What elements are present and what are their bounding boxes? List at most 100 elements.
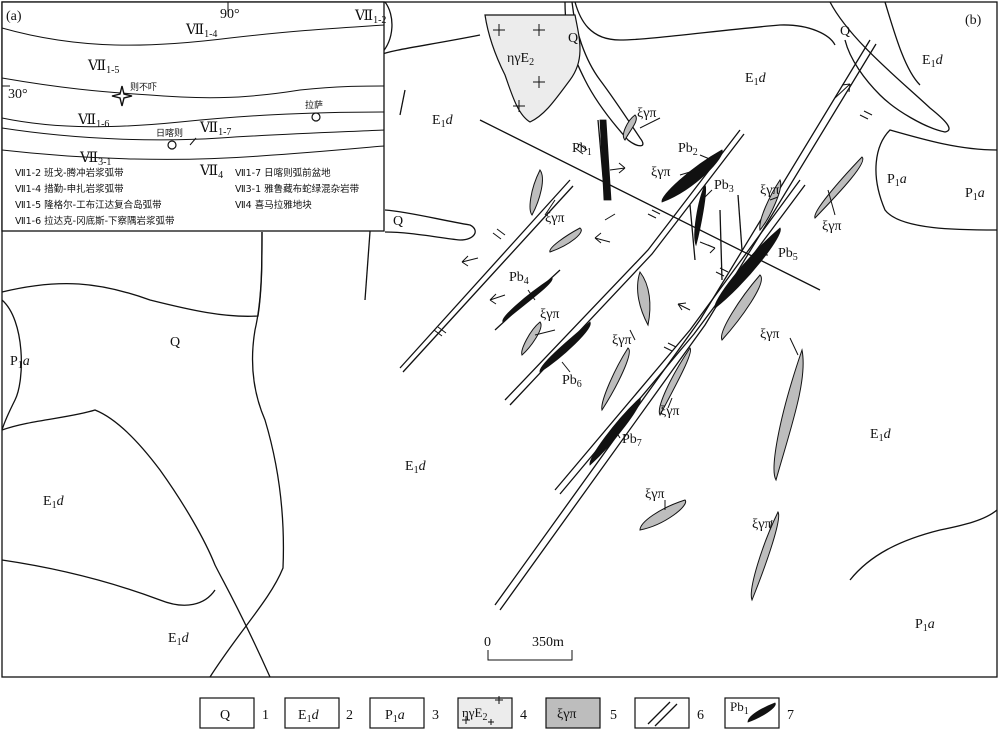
- zone-vii-1-6: Ⅶ1-6: [77, 113, 109, 130]
- boundary-top-right: [574, 1, 836, 46]
- boundary-q-valley-left: [1, 231, 263, 317]
- scale-length: 350m: [532, 635, 564, 650]
- ore-bodies: [502, 119, 781, 466]
- label-dyke-4: ξγπ: [760, 183, 780, 198]
- label-panel-b: (b): [965, 13, 982, 28]
- boundary-top-left: [379, 1, 481, 56]
- svg-text:ηγE2: ηγE2: [507, 51, 534, 68]
- map-frame: [1, 1, 998, 678]
- label-dyke-10: ξγπ: [645, 487, 665, 502]
- svg-text:E1d: E1d: [432, 113, 454, 130]
- label-q-valley: Q: [170, 335, 180, 350]
- boundary-q-inner-left: [1, 409, 271, 678]
- svg-text:7: 7: [787, 708, 794, 723]
- granite-body: [484, 14, 581, 123]
- place-shigatse: 日喀则: [156, 127, 183, 139]
- place-zebuxia: 则不吓: [130, 81, 157, 93]
- label-pb5: Pb5: [778, 246, 798, 263]
- label-e1d-5: E1d: [870, 427, 892, 444]
- inset-map: (a) 90° 30° 则不吓 拉萨 日喀则 Ⅶ1-4 Ⅶ1-2 Ⅶ1-5 Ⅶ1…: [1, 1, 386, 232]
- label-pb3: Pb3: [714, 178, 734, 195]
- svg-text:ξγπ: ξγπ: [557, 707, 577, 722]
- svg-text:E1d: E1d: [922, 53, 944, 70]
- svg-text:P1a: P1a: [965, 186, 985, 203]
- label-dyke-8: ξγπ: [760, 327, 780, 342]
- label-p1a-1: P1a: [10, 354, 30, 371]
- inset-legend-3: Ⅶ1-5 隆格尔-工布江达复合岛弧带: [15, 199, 162, 211]
- legend-item-orebody: Pb1 7: [724, 697, 794, 729]
- place-zebuxia-star: [111, 85, 133, 107]
- label-p1a-2: P1a: [887, 172, 907, 189]
- label-pb2: Pb2: [678, 141, 698, 158]
- zone-vii-4: Ⅶ4: [199, 164, 223, 181]
- lon-label: 90°: [220, 7, 240, 22]
- label-e1d-4: E1d: [405, 459, 427, 476]
- boundary-q-valley-right: [209, 231, 285, 678]
- legend: Q 1 E1d 2 P1a 3 ηγE2 4 ξγπ 5: [199, 696, 794, 729]
- zone-vii-1-5: Ⅶ1-5: [87, 59, 119, 76]
- svg-text:Pb1: Pb1: [730, 699, 749, 717]
- orebody-pb3: [694, 184, 707, 247]
- svg-text:2: 2: [346, 708, 353, 723]
- boundary-q-strip-right-a: [829, 1, 950, 133]
- label-panel-a: (a): [6, 9, 22, 24]
- boundary-q-strip-centre: [564, 1, 644, 147]
- label-q-left: Q: [393, 214, 403, 229]
- label-dyke-9: ξγπ: [660, 404, 680, 419]
- boundary-p1a-lower-right: [849, 509, 998, 581]
- motion-arrows: [461, 83, 851, 311]
- legend-item-dyke: ξγπ 5: [545, 697, 617, 729]
- zone-vii-3-1: Ⅶ3-1: [79, 151, 111, 168]
- boundary-q-strip-right-b: [884, 1, 921, 86]
- svg-text:P1a: P1a: [887, 172, 907, 189]
- map-labels: Q Q Q Q E1d E1d E1d E1d E1d E1d E1d P1a …: [10, 13, 985, 648]
- svg-text:E1d: E1d: [745, 71, 767, 88]
- inset-legend-5: Ⅶ1-7 日喀则弧前盆地: [235, 167, 331, 179]
- svg-text:P1a: P1a: [10, 354, 30, 371]
- orebody-pb7: [589, 397, 641, 466]
- svg-text:P1a: P1a: [915, 617, 935, 634]
- svg-text:4: 4: [520, 708, 527, 723]
- orebody-pb1: [599, 119, 612, 201]
- label-e1d-2: E1d: [745, 71, 767, 88]
- svg-text:E1d: E1d: [870, 427, 892, 444]
- label-dyke-2: ξγπ: [651, 165, 671, 180]
- label-granite: ηγE2: [507, 51, 534, 68]
- svg-text:E1d: E1d: [43, 494, 65, 511]
- place-lhasa-circle: [311, 112, 321, 122]
- label-e1d-7: E1d: [168, 631, 190, 648]
- legend-item-p1a: P1a 3: [369, 697, 439, 729]
- label-pb1: Pb1: [572, 141, 592, 158]
- label-p1a-4: P1a: [915, 617, 935, 634]
- label-pb7: Pb7: [622, 432, 642, 449]
- label-dyke-3: ξγπ: [545, 211, 565, 226]
- leader-lines: [527, 117, 836, 531]
- boundary-q-strip-left: [384, 209, 476, 241]
- svg-text:6: 6: [697, 708, 704, 723]
- boundary-p1a-right: [875, 129, 998, 231]
- label-dyke-5: ξγπ: [822, 219, 842, 234]
- lat-label: 30°: [8, 87, 28, 102]
- label-pb4: Pb4: [509, 270, 529, 287]
- boundary-p1a-left: [1, 299, 22, 431]
- legend-item-fault: 6: [634, 697, 704, 729]
- label-e1d-6: E1d: [43, 494, 65, 511]
- label-pb6: Pb6: [562, 373, 582, 390]
- granite-crosses: [493, 24, 545, 112]
- svg-text:1: 1: [262, 708, 269, 723]
- label-e1d-1: E1d: [432, 113, 454, 130]
- inset-legend-7: Ⅶ4 喜马拉雅地块: [235, 199, 312, 211]
- place-shigatse-circle: [167, 140, 177, 150]
- orebody-pb6: [539, 321, 591, 373]
- label-p1a-3: P1a: [965, 186, 985, 203]
- svg-text:5: 5: [610, 708, 617, 723]
- label-q-right: Q: [840, 24, 850, 39]
- svg-text:Q: Q: [220, 708, 230, 723]
- label-dyke-6: ξγπ: [540, 307, 560, 322]
- label-dyke-1: ξγπ: [637, 106, 657, 121]
- svg-text:ηγE2: ηγE2: [462, 705, 487, 723]
- inset-legend-2: Ⅶ1-4 措勤-申扎岩浆弧带: [15, 183, 124, 195]
- orebody-pb4: [502, 277, 553, 323]
- svg-text:E1d: E1d: [405, 459, 427, 476]
